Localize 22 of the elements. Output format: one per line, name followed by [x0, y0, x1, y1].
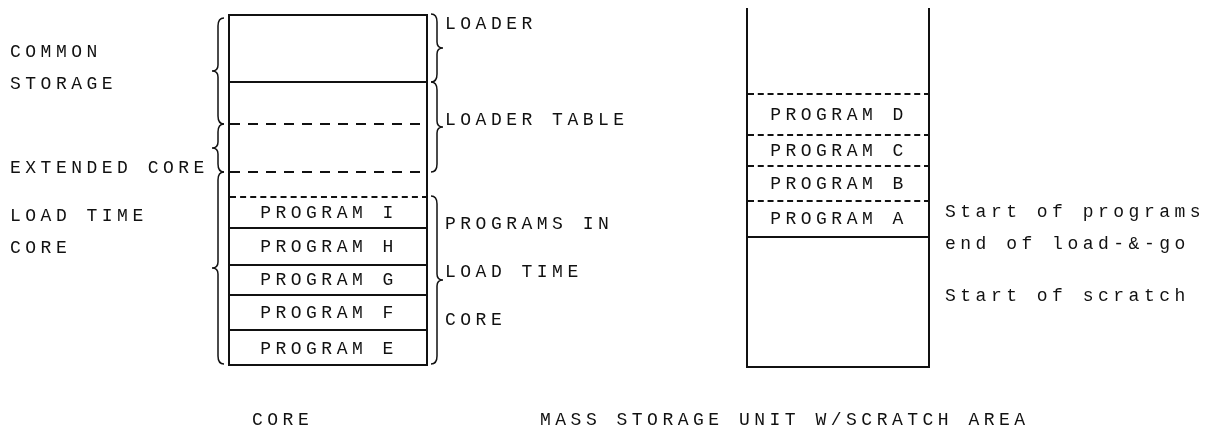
region-label: Start of programs end of load-&-go [945, 201, 1207, 256]
memory-column [228, 14, 428, 366]
segment-label: PROGRAM A [770, 209, 908, 229]
region-label: LOADER [445, 13, 537, 36]
region-label: LOADER TABLE [445, 109, 629, 132]
segment-label: PROGRAM F [260, 302, 398, 323]
segment-label: PROGRAM D [770, 104, 908, 125]
segment-label: PROGRAM G [260, 270, 398, 290]
segment-label: PROGRAM H [260, 236, 398, 257]
segment-label: PROGRAM E [260, 338, 398, 359]
region-label: COMMON STORAGE [10, 41, 119, 96]
segment-label: PROGRAM B [770, 173, 908, 194]
region-label: PROGRAMS IN LOAD TIME CORE [445, 213, 615, 332]
region-label: LOAD TIME CORE [10, 205, 149, 260]
segment-label: PROGRAM C [770, 140, 908, 161]
caption-text: MASS STORAGE UNIT W/SCRATCH AREA [540, 409, 1030, 432]
caption-text: CORE [252, 409, 314, 432]
region-label: EXTENDED CORE [10, 157, 209, 180]
memory-column [746, 8, 930, 368]
memory-segment [748, 200, 930, 238]
segment-label: PROGRAM I [260, 202, 398, 223]
region-label: Start of scratch [945, 285, 1190, 308]
